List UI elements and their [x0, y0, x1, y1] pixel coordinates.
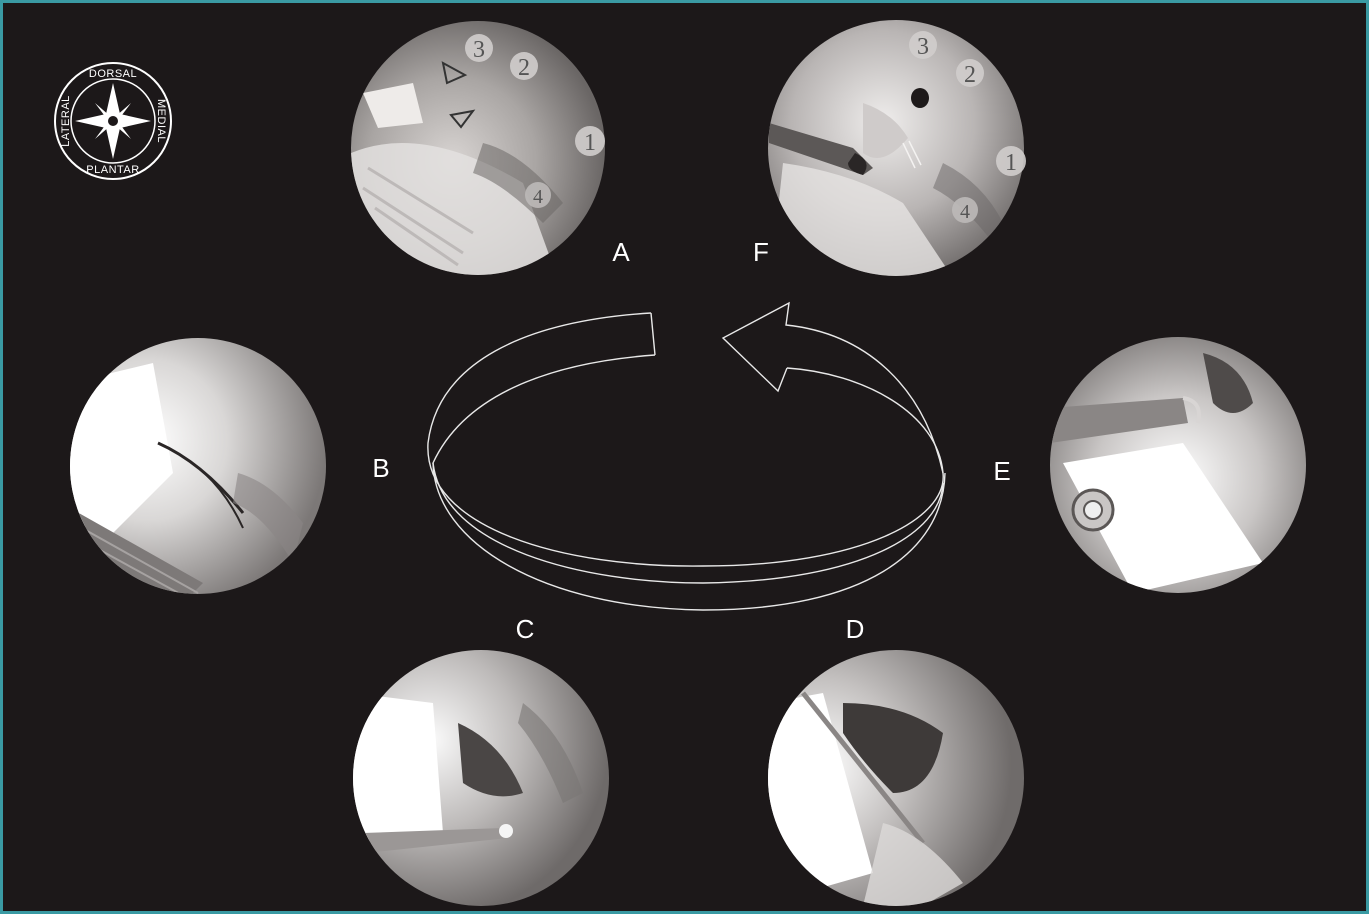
panel-a-marker-1: 1: [584, 130, 596, 156]
procedure-diagram: DORSAL PLANTAR LATERAL MEDIAL 3 2 1 4: [3, 3, 1366, 911]
panel-d-label: D: [846, 614, 865, 644]
panel-c-image: [353, 650, 609, 906]
panel-b-label: B: [372, 453, 389, 483]
panel-f-image: 3 2 1 4: [768, 20, 1026, 293]
panel-a-image: 3 2 1 4: [351, 21, 605, 293]
compass-plantar: PLANTAR: [86, 164, 139, 176]
panel-e-image: [1050, 337, 1306, 593]
panel-b-image: [70, 338, 326, 603]
panel-a-marker-2: 2: [518, 55, 530, 81]
panel-d-image: [768, 650, 1024, 906]
panel-f-marker-4: 4: [960, 201, 970, 223]
compass-rose: DORSAL PLANTAR LATERAL MEDIAL: [55, 63, 171, 179]
compass-center-icon: [108, 116, 118, 126]
panel-a-marker-3: 3: [473, 37, 485, 63]
cycle-arrow-outer-top: [428, 313, 943, 566]
cycle-arrow: [428, 303, 945, 610]
compass-dorsal: DORSAL: [89, 68, 137, 80]
compass-lateral: LATERAL: [60, 95, 72, 147]
panel-f-label: F: [753, 237, 769, 267]
panel-a-label: A: [612, 237, 630, 267]
panel-f-marker-3: 3: [917, 34, 929, 60]
compass-medial: MEDIAL: [155, 99, 167, 143]
panel-f-marker-1: 1: [1005, 150, 1017, 176]
panel-e-label: E: [993, 456, 1010, 486]
cycle-arrow-head-icon: [723, 303, 943, 473]
cycle-arrow-inner-edge: [433, 355, 943, 583]
cycle-arrow-tail: [651, 313, 655, 355]
panel-f-marker-2: 2: [964, 62, 976, 88]
panel-c-label: C: [516, 614, 535, 644]
panel-a-marker-4: 4: [533, 186, 543, 208]
